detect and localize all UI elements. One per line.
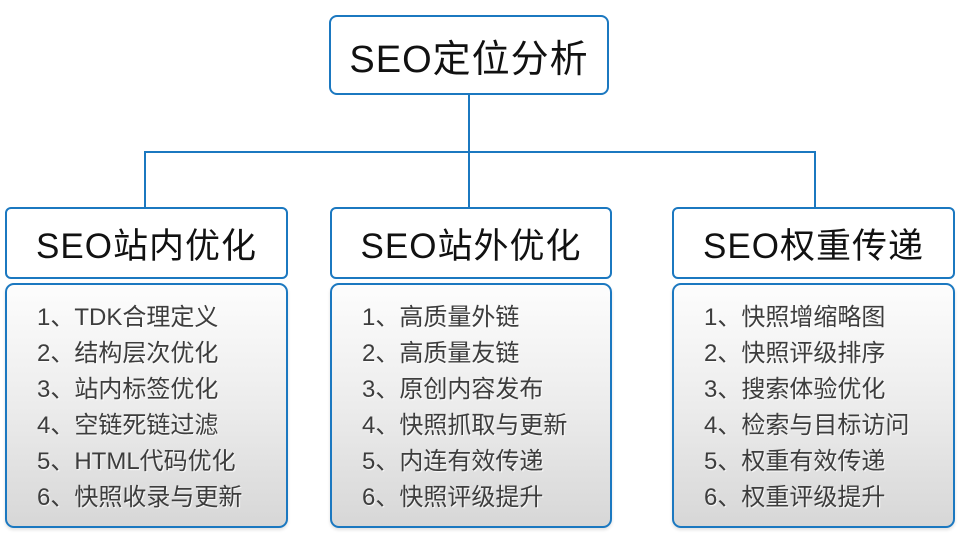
column-onsite-header: SEO站内优化 — [5, 207, 288, 279]
list-item: 5、内连有效传递 — [362, 448, 544, 475]
list-item: 3、原创内容发布 — [362, 376, 544, 403]
list-item: 6、快照收录与更新 — [37, 484, 243, 511]
list-item: 2、快照评级排序 — [704, 340, 886, 367]
list-item: 2、高质量友链 — [362, 340, 520, 367]
column-onsite-list: 1、TDK合理定义 2、结构层次优化 3、站内标签优化 4、空链死链过滤 5、H… — [5, 283, 288, 528]
column-offsite-header: SEO站外优化 — [330, 207, 612, 279]
list-item: 1、高质量外链 — [362, 304, 520, 331]
column-offsite-list: 1、高质量外链 2、高质量友链 3、原创内容发布 4、快照抓取与更新 5、内连有… — [330, 283, 612, 528]
list-item: 4、空链死链过滤 — [37, 412, 219, 439]
connector-horizontal — [144, 151, 816, 153]
list-item: 3、搜索体验优化 — [704, 376, 886, 403]
list-item: 6、权重评级提升 — [704, 484, 886, 511]
column-weight-list: 1、快照增缩略图 2、快照评级排序 3、搜索体验优化 4、检索与目标访问 5、权… — [672, 283, 955, 528]
list-item: 6、快照评级提升 — [362, 484, 544, 511]
list-item: 1、快照增缩略图 — [704, 304, 886, 331]
root-node-title: SEO定位分析 — [349, 38, 589, 81]
list-item: 5、权重有效传递 — [704, 448, 886, 475]
column-weight-title: SEO权重传递 — [703, 226, 924, 266]
connector-drop-right — [814, 151, 816, 208]
root-node: SEO定位分析 — [329, 15, 609, 95]
column-weight-header: SEO权重传递 — [672, 207, 955, 279]
list-item: 2、结构层次优化 — [37, 340, 219, 367]
list-item: 4、检索与目标访问 — [704, 412, 910, 439]
list-item: 5、HTML代码优化 — [37, 448, 236, 475]
list-item: 4、快照抓取与更新 — [362, 412, 568, 439]
column-offsite-title: SEO站外优化 — [360, 226, 582, 266]
list-item: 3、站内标签优化 — [37, 376, 219, 403]
connector-drop-left — [144, 151, 146, 208]
list-item: 1、TDK合理定义 — [37, 304, 219, 331]
connector-root-stem — [468, 95, 470, 153]
connector-drop-middle — [468, 151, 470, 208]
column-onsite-title: SEO站内优化 — [36, 226, 257, 266]
